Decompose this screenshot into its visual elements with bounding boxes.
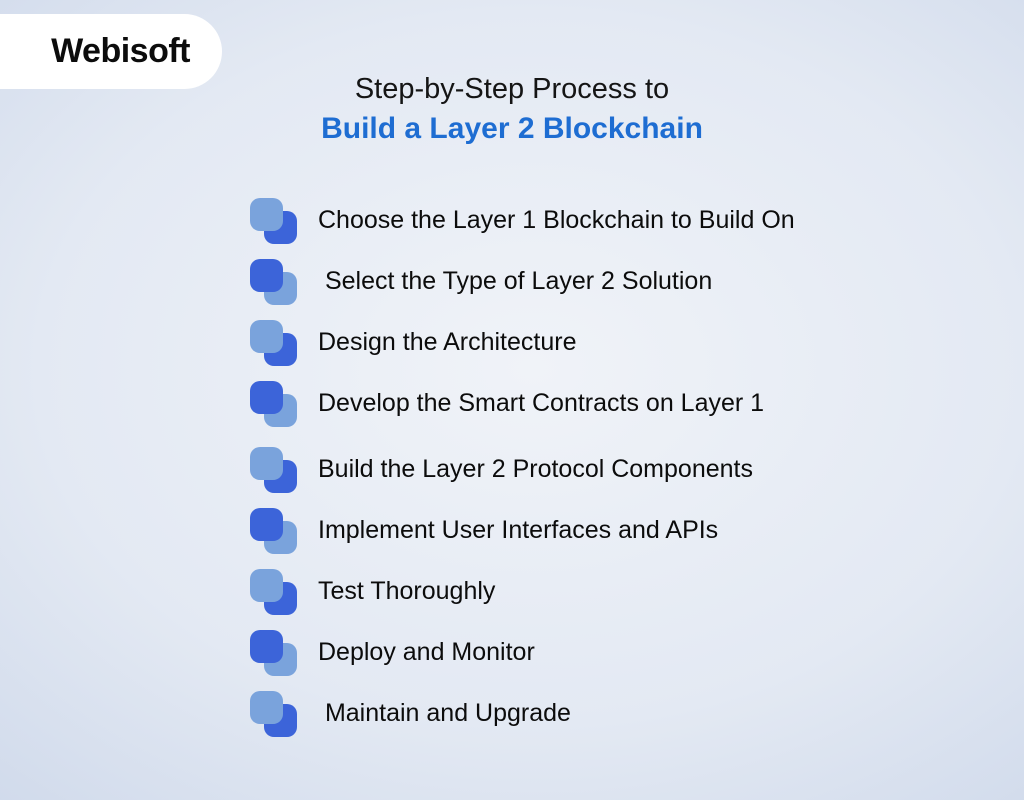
webisoft-logo: Webisoft: [0, 14, 222, 89]
step-row: Develop the Smart Contracts on Layer 1: [250, 379, 795, 428]
icon-square-front: [250, 380, 283, 414]
overlapping-squares-icon: [250, 380, 298, 428]
webisoft-logo-text: Webisoft: [51, 32, 190, 70]
overlapping-squares-icon: [250, 319, 298, 367]
page-title: Step-by-Step Process to Build a Layer 2 …: [0, 70, 1024, 150]
icon-square-front: [250, 197, 283, 231]
overlapping-squares-icon: [250, 258, 298, 306]
step-row: Deploy and Monitor: [250, 628, 795, 677]
title-line-1: Step-by-Step Process to: [354, 73, 670, 105]
step-label: Deploy and Monitor: [318, 638, 535, 666]
overlapping-squares-icon: [250, 507, 298, 555]
step-label: Build the Layer 2 Protocol Components: [318, 455, 753, 483]
overlapping-squares-icon: [250, 568, 298, 616]
overlapping-squares-icon: [250, 446, 298, 494]
overlapping-squares-icon: [250, 690, 298, 738]
icon-square-front: [250, 258, 283, 292]
step-label: Maintain and Upgrade: [318, 699, 571, 727]
step-row: Design the Architecture: [250, 318, 795, 367]
overlapping-squares-icon: [250, 629, 298, 677]
step-label: Develop the Smart Contracts on Layer 1: [318, 389, 765, 417]
icon-square-front: [250, 446, 283, 480]
step-row: Select the Type of Layer 2 Solution: [250, 257, 795, 306]
title-line-2: Build a Layer 2 Blockchain: [321, 112, 703, 146]
step-label: Design the Architecture: [318, 328, 577, 356]
step-label: Test Thoroughly: [318, 577, 496, 605]
step-label: Implement User Interfaces and APIs: [318, 516, 719, 544]
step-row: Implement User Interfaces and APIs: [250, 506, 795, 555]
step-row: Maintain and Upgrade: [250, 689, 795, 738]
step-row: Choose the Layer 1 Blockchain to Build O…: [250, 196, 795, 245]
step-label: Select the Type of Layer 2 Solution: [318, 267, 713, 295]
icon-square-front: [250, 319, 283, 353]
overlapping-squares-icon: [250, 197, 298, 245]
icon-square-front: [250, 507, 283, 541]
step-row: Test Thoroughly: [250, 567, 795, 616]
step-label: Choose the Layer 1 Blockchain to Build O…: [318, 206, 795, 234]
icon-square-front: [250, 690, 283, 724]
icon-square-front: [250, 568, 283, 602]
steps-list: Choose the Layer 1 Blockchain to Build O…: [250, 196, 795, 750]
icon-square-front: [250, 629, 283, 663]
step-row: Build the Layer 2 Protocol Components: [250, 445, 795, 494]
